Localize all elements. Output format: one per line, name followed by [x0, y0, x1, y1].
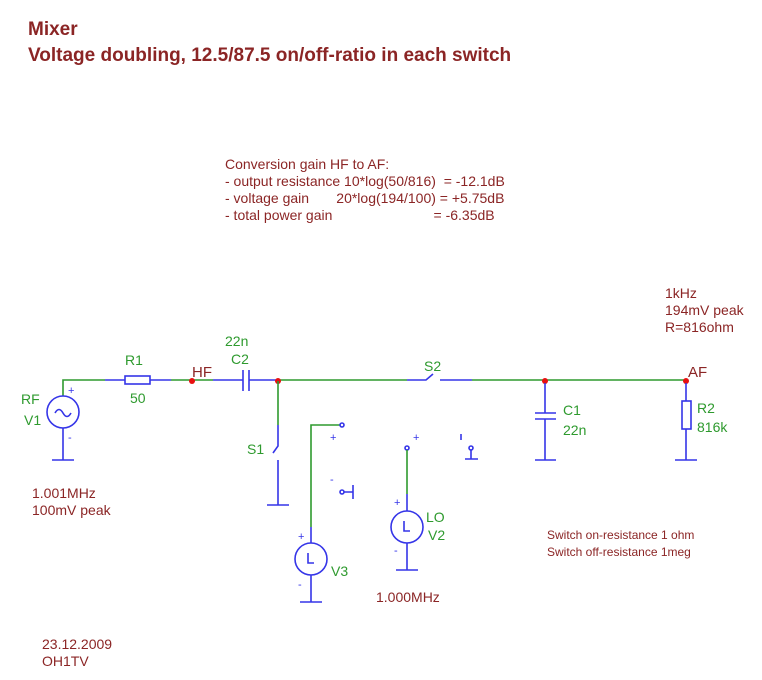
calc-heading: Conversion gain HF to AF:: [225, 156, 390, 172]
c1-ref: C1: [563, 402, 581, 418]
hf-node: [189, 378, 195, 384]
c2-value: 22n: [225, 333, 249, 349]
r1-resistor[interactable]: [105, 375, 171, 385]
s2-control-terminals: [460, 434, 478, 460]
r1-value: 50: [130, 390, 146, 406]
s2-ref: S2: [424, 358, 442, 374]
v1-ref: V1: [24, 412, 42, 428]
svg-text:+: +: [330, 432, 336, 444]
r2-ref: R2: [697, 400, 715, 416]
output-amplitude: 194mV peak: [665, 302, 744, 318]
svg-text:-: -: [330, 474, 334, 486]
c1-node: [542, 378, 548, 384]
rf-amplitude: 100mV peak: [32, 502, 111, 518]
switch-off-resistance: Switch off-resistance 1meg: [547, 545, 691, 559]
v3-ref: V3: [331, 563, 349, 579]
c2-ref: C2: [231, 351, 249, 367]
svg-text:-: -: [298, 579, 302, 591]
v2-lo-source[interactable]: + + -: [390, 432, 424, 571]
svg-text:-: -: [68, 432, 72, 444]
c1-value: 22n: [563, 422, 587, 438]
rf-freq: 1.001MHz: [32, 485, 96, 501]
switch-on-resistance: Switch on-resistance 1 ohm: [547, 528, 695, 542]
s1-switch[interactable]: [267, 381, 289, 506]
schematic-title: Mixer: [28, 19, 78, 40]
r1-ref: R1: [125, 352, 143, 368]
svg-text:+: +: [394, 497, 400, 509]
calc-line: - voltage gain 20*log(194/100) = +5.75dB: [225, 190, 505, 206]
hf-node-label: HF: [192, 364, 212, 381]
calc-line: - output resistance 10*log(50/816) = -12…: [225, 173, 505, 189]
calc-line: - total power gain = -6.35dB: [225, 207, 495, 223]
af-node-label: AF: [688, 364, 708, 381]
lo-freq: 1.000MHz: [376, 589, 440, 605]
svg-text:+: +: [68, 385, 74, 397]
c1-capacitor[interactable]: [535, 383, 556, 461]
output-resistance: R=816ohm: [665, 319, 734, 335]
v1-source[interactable]: + -: [46, 379, 105, 461]
af-node: [683, 378, 689, 384]
author: OH1TV: [42, 653, 89, 669]
v1-name: RF: [21, 391, 40, 407]
date: 23.12.2009: [42, 636, 113, 652]
v3-pulse-source[interactable]: + -: [294, 527, 328, 603]
v2-name: LO: [426, 509, 445, 525]
r2-value: 816k: [697, 419, 728, 435]
output-freq: 1kHz: [665, 285, 697, 301]
c2-capacitor[interactable]: [213, 370, 276, 391]
svg-text:+: +: [413, 432, 419, 444]
s1-control-terminals: + -: [310, 422, 354, 527]
s2-switch[interactable]: [407, 373, 472, 381]
s1-ref: S1: [247, 441, 265, 457]
v2-ref: V2: [428, 527, 446, 543]
svg-text:+: +: [298, 531, 304, 543]
schematic-subtitle: Voltage doubling, 12.5/87.5 on/off-ratio…: [28, 45, 512, 66]
r2-resistor[interactable]: [675, 383, 697, 461]
svg-text:-: -: [394, 545, 398, 557]
